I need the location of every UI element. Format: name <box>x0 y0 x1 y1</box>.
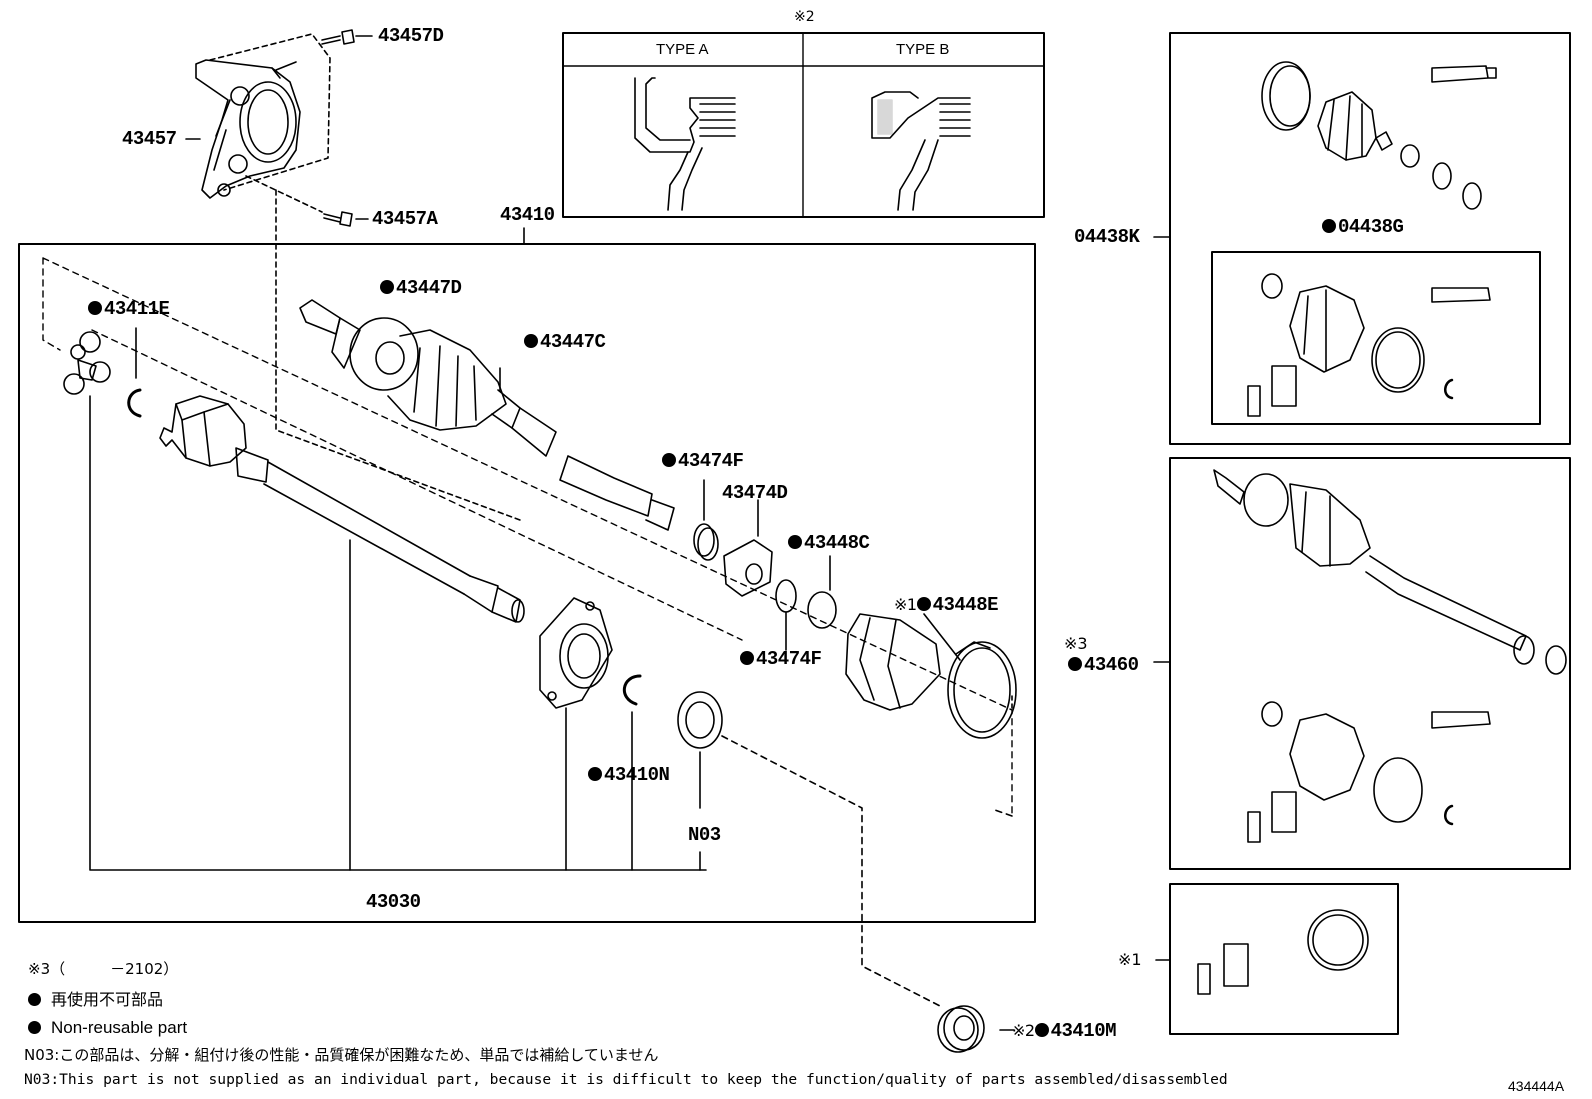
part-label-43447D: 43447D <box>380 277 462 299</box>
non-reusable-dot <box>588 767 602 781</box>
ref-mark-2: ※2 <box>1012 1021 1035 1040</box>
bearing-bracket-drawing <box>185 29 521 521</box>
part-number: 43474F <box>756 648 822 670</box>
part-label-04438K: 04438K <box>1074 226 1140 248</box>
non-reusable-dot <box>1322 219 1336 233</box>
part-number: 43410N <box>604 764 670 786</box>
clamp-kit-frame-ref1 <box>1169 883 1399 1035</box>
legend-text: 再使用不可部品 <box>51 990 164 1009</box>
part-label-43410M: ※2 43410M <box>1012 1020 1117 1042</box>
part-number: 43411E <box>104 298 170 320</box>
part-label-04438G: 04438G <box>1322 216 1404 238</box>
part-number: 43447C <box>540 331 606 353</box>
boot-kit-frame-04438K <box>1169 32 1571 445</box>
part-label-43474F-top: 43474F <box>662 450 744 472</box>
shaft-43460-parts <box>1213 469 1567 843</box>
part-label-43457D: 43457D <box>378 25 444 47</box>
non-reusable-dot <box>916 597 931 611</box>
part-label-43410: 43410 <box>500 204 555 226</box>
part-label-43410N: 43410N <box>588 764 670 786</box>
part-number: 43447D <box>396 277 462 299</box>
non-reusable-dot <box>380 280 394 294</box>
ref-mark-1-box: ※1 <box>1118 950 1142 969</box>
part-number: 43460 <box>1084 654 1139 676</box>
center-bearing-drawing <box>539 597 941 1007</box>
type-box-header: ※2 <box>794 9 815 25</box>
part-number: 04438G <box>1338 216 1404 238</box>
non-reusable-dot <box>1034 1023 1049 1037</box>
shaft-frame-43460 <box>1169 457 1571 870</box>
part-label-43457: 43457 <box>122 128 177 150</box>
boot-kit-k-parts <box>1261 61 1497 210</box>
note-n03-en: N03:This part is not supplied as an indi… <box>24 1071 1228 1088</box>
type-comparison-box <box>562 32 1045 218</box>
part-label-43030: 43030 <box>366 891 421 913</box>
inner-shaft-drawing <box>159 395 525 871</box>
clamp-kit-parts <box>1197 909 1369 995</box>
part-label-N03: N03 <box>688 824 721 846</box>
ref-mark-3: ※3 <box>1064 634 1088 653</box>
diagram-id: 434444A <box>1508 1078 1565 1094</box>
inner-boot-drawing <box>845 613 1017 739</box>
part-label-43474D: 43474D <box>722 482 788 504</box>
part-label-43474F-bottom: 43474F <box>740 648 822 670</box>
part-number: 43448E <box>932 594 999 616</box>
non-reusable-dot <box>88 301 102 315</box>
type-a-label: TYPE A <box>656 41 709 58</box>
assembly-frame-43410 <box>18 243 1036 923</box>
part-number: 43410M <box>1050 1020 1117 1042</box>
part-number: 43474F <box>678 450 744 472</box>
non-reusable-dot <box>524 334 538 348</box>
part-label-43457A: 43457A <box>372 208 438 230</box>
ref-mark-1: ※1 <box>894 595 917 614</box>
note-n03-jp: N03:この部品は、分解・組付け後の性能・品質確保が困難なため、単品では補給して… <box>24 1046 659 1064</box>
outboard-shaft-drawing <box>299 299 1013 711</box>
non-reusable-dot <box>788 535 802 549</box>
part-label-43411E: 43411E <box>88 298 170 320</box>
legend-nonreusable-en: Non-reusable part <box>28 1019 187 1036</box>
part-label-43460: 43460 <box>1068 656 1139 675</box>
legend-nonreusable-jp: 再使用不可部品 <box>28 992 163 1008</box>
part-label-43448C: 43448C <box>788 532 870 554</box>
legend-text: Non-reusable part <box>51 1018 188 1037</box>
non-reusable-dot <box>1068 657 1082 671</box>
dust-seal-drawing <box>937 1005 1015 1053</box>
tripod-joint-drawing <box>63 331 707 871</box>
type-b-label: TYPE B <box>896 41 950 58</box>
part-label-43448E: ※1 43448E <box>894 594 999 616</box>
boot-kit-frame-04438G <box>1211 251 1541 425</box>
legend-dot <box>28 1021 41 1034</box>
note-3: ※3（ －2102） <box>28 960 179 978</box>
boot-kit-g-parts <box>1247 273 1491 417</box>
legend-dot <box>28 993 41 1006</box>
clamps-and-damper <box>693 479 837 651</box>
non-reusable-dot <box>662 453 676 467</box>
part-label-43447C: 43447C <box>524 331 606 353</box>
non-reusable-dot <box>740 651 754 665</box>
part-number: 43448C <box>804 532 870 554</box>
